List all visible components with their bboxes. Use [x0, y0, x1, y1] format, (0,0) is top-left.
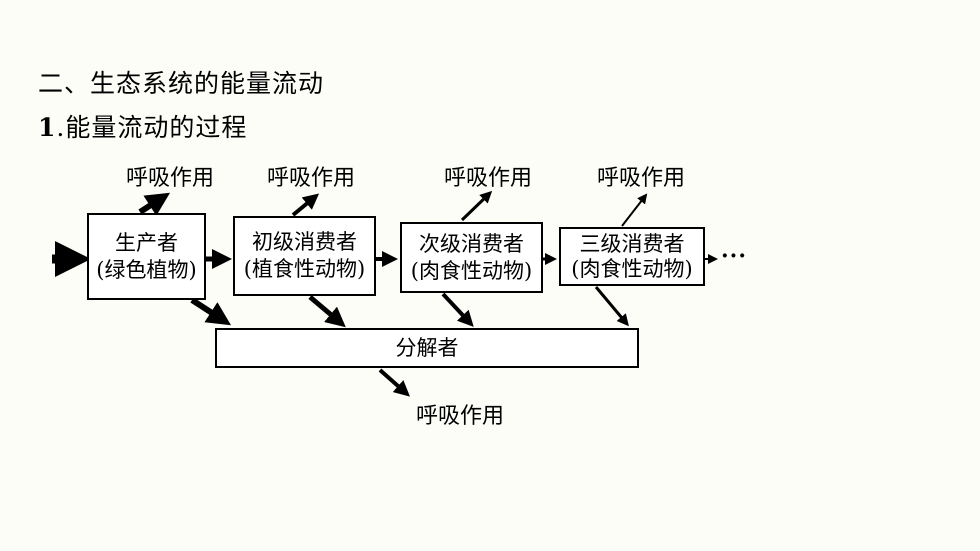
producer-box: 生产者 (绿色植物) [87, 213, 206, 300]
secondary-consumer-box: 次级消费者 (肉食性动物) [400, 222, 543, 293]
secondary-consumer-name: 次级消费者 [419, 231, 524, 256]
arrow-tertiary-to-decomposer [594, 286, 629, 327]
subsection-number: 1 [38, 113, 57, 142]
continuation-dots: ··· [721, 243, 747, 269]
decomposer-respiration-label: 呼吸作用 [416, 404, 505, 429]
producer-name: 生产者 [115, 230, 178, 255]
arrow-primary-respiration [291, 193, 320, 217]
arrow-tertiary-respiration [621, 193, 648, 227]
arrow-primary-to-decomposer [308, 295, 346, 328]
subsection-text: .能量流动的过程 [56, 113, 248, 142]
primary-consumer-box: 初级消费者 (植食性动物) [233, 216, 376, 296]
section-title: 二、生态系统的能量流动 [38, 69, 325, 98]
arrow-producer-respiration [138, 192, 171, 216]
tertiary-respiration-label: 呼吸作用 [597, 166, 686, 191]
primary-consumer-desc: (植食性动物) [243, 257, 366, 281]
producer-respiration-label: 呼吸作用 [126, 166, 215, 191]
arrow-secondary-to-decomposer [441, 292, 474, 327]
decomposer-box: 分解者 [215, 328, 639, 368]
primary-respiration-label: 呼吸作用 [267, 166, 356, 191]
arrow-decomposer-respiration [378, 368, 410, 397]
secondary-respiration-label: 呼吸作用 [444, 166, 533, 191]
primary-consumer-name: 初级消费者 [252, 230, 357, 254]
subsection-title: 1.能量流动的过程 [38, 108, 247, 144]
arrow-producer-to-decomposer [190, 297, 232, 326]
arrow-secondary-respiration [460, 190, 493, 222]
tertiary-consumer-desc: (肉食性动物) [571, 256, 693, 281]
decomposer-name: 分解者 [395, 335, 459, 360]
secondary-consumer-desc: (肉食性动物) [410, 258, 533, 283]
tertiary-consumer-box: 三级消费者 (肉食性动物) [559, 227, 705, 286]
producer-desc: (绿色植物) [96, 257, 197, 282]
tertiary-consumer-name: 三级消费者 [579, 231, 685, 256]
